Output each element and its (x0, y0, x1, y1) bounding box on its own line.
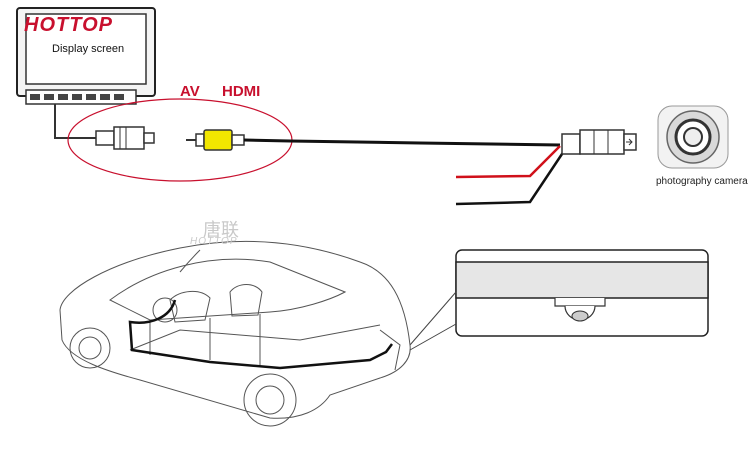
red-power-wire (455, 145, 561, 179)
av-socket-icon (95, 126, 155, 150)
camera-plug-icon (561, 129, 637, 155)
black-power-wire (455, 147, 568, 206)
camera-label: photography camera (656, 176, 748, 187)
brand-logo: HOTTOP (24, 14, 113, 36)
watermark-chinese: 唐联 (203, 220, 239, 241)
car-routing-cable (128, 299, 393, 370)
dome-camera-inset (409, 249, 709, 351)
monitor-cable (54, 104, 100, 139)
av-plug-icon (186, 129, 245, 151)
hdmi-label: HDMI (222, 83, 261, 100)
watermark-english: HOTTOP (190, 236, 238, 247)
car-outline-icon (59, 240, 411, 427)
monitor-icon (16, 7, 156, 105)
pointer-line (179, 249, 201, 273)
display-screen-label: Display screen (52, 43, 125, 55)
main-cable (243, 138, 561, 147)
av-label: AV (180, 83, 200, 100)
camera-icon (657, 105, 729, 169)
